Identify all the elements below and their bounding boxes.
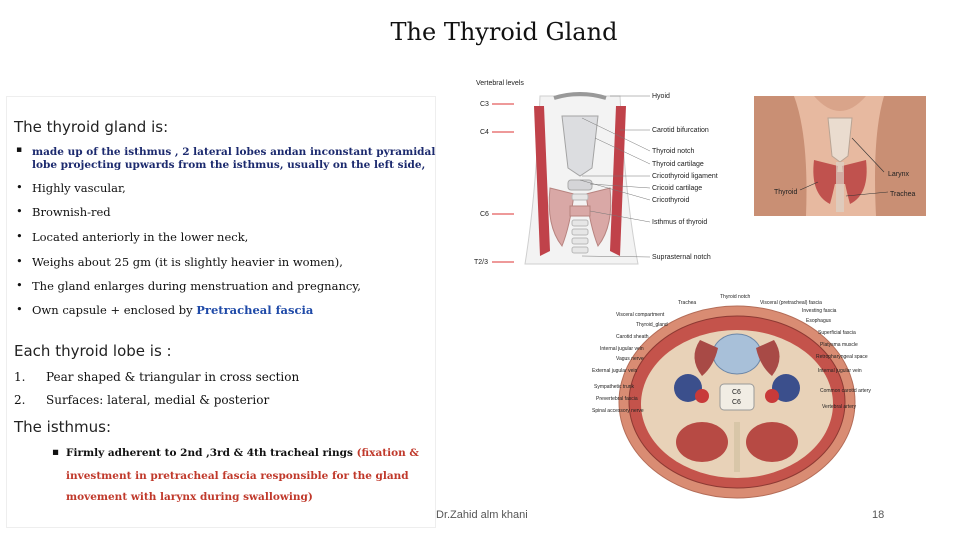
vertebral-levels: C3 C4 C6 T2/3	[474, 101, 514, 266]
item-number: 2.	[14, 393, 26, 407]
label-trachea-cs: Trachea	[678, 300, 696, 306]
label-esophagus: Esophagus	[806, 318, 832, 324]
bullet-text: Located anteriorly in the lower neck,	[32, 230, 249, 244]
label-carotid-sheath: Carotid sheath	[616, 334, 649, 340]
label-external-jugular-vein: External jugular vein	[592, 368, 638, 374]
cross-section-left-labels: Trachea Visceral compartment Thyroid_gla…	[592, 300, 696, 414]
label-thyroid-notch-cs: Thyroid notch	[720, 294, 751, 300]
anterior-neck-diagram: Vertebral levels C3 C4 C6 T2/3	[470, 76, 742, 272]
bullet-text-cont: lobe projecting upwards from the isthmus…	[32, 159, 426, 171]
label-thyroid: Thyroid	[774, 189, 797, 196]
label-cricothyroid: Cricothyroid	[652, 197, 689, 204]
label-trachea: Trachea	[890, 191, 916, 198]
section-heading-thyroid: The thyroid gland is:	[14, 118, 169, 136]
level-c4: C4	[480, 129, 489, 136]
neck-photo-illustration: Thyroid Larynx Trachea	[754, 96, 926, 216]
bullet-text: Own capsule + enclosed by Pretracheal fa…	[32, 303, 313, 317]
label-hyoid: Hyoid	[652, 93, 670, 100]
bullet-text: The gland enlarges during menstruation a…	[32, 279, 361, 293]
bullet-dot: •	[16, 204, 23, 218]
slide-title: The Thyroid Gland	[390, 18, 618, 46]
label-thyroid-gland-cs: Thyroid_gland	[636, 322, 668, 328]
bullet-dot: •	[16, 180, 23, 194]
isthmus-line-3: movement with larynx during swallowing)	[66, 491, 313, 503]
neck-cross-section-diagram: C6 C6 Trachea Visceral compartment Thyro…	[592, 292, 882, 506]
vertebra-label-2: C6	[732, 399, 741, 406]
bullet-dot: •	[16, 302, 23, 316]
label-visceral-pretracheal-fascia: Visceral (pretracheal) fascia	[760, 300, 822, 306]
label-carotid-bifurcation: Carotid bifurcation	[652, 127, 709, 134]
label-suprasternal-notch: Suprasternal notch	[652, 254, 711, 261]
label-internal-jugular-vein-l: Internal jugular vein	[600, 346, 644, 352]
item-text: Pear shaped & triangular in cross sectio…	[46, 370, 300, 384]
label-cricothyroid-ligament: Cricothyroid ligament	[652, 173, 718, 180]
label-larynx: Larynx	[888, 171, 910, 178]
label-platysma-muscle: Platysma muscle	[820, 342, 858, 348]
label-investing-fascia: Investing fascia	[802, 308, 837, 314]
bullet-dot: ▪	[16, 145, 23, 155]
label-internal-jugular-vein-r: Internal jugular vein	[818, 368, 862, 374]
label-visceral-compartment: Visceral compartment	[616, 312, 665, 318]
bullet-text: Brownish-red	[32, 205, 111, 219]
bullet-dot: •	[16, 229, 23, 243]
bullet-prefix: Own capsule + enclosed by	[32, 303, 197, 317]
isthmus-line-2: investment in pretracheal fascia respons…	[66, 470, 409, 482]
label-retropharyngeal-space: Retropharyngeal space	[816, 354, 868, 360]
label-cricoid-cartilage: Cricoid cartilage	[652, 185, 702, 192]
level-c3: C3	[480, 101, 489, 108]
section-heading-lobe: Each thyroid lobe is :	[14, 342, 172, 360]
bullet-text: Weighs about 25 gm (it is slightly heavi…	[32, 255, 343, 269]
isthmus-text-black: Firmly adherent to 2nd ,3rd & 4th trache…	[66, 447, 357, 459]
text-panel	[6, 96, 436, 528]
item-text: Surfaces: lateral, medial & posterior	[46, 393, 270, 407]
label-thyroid-notch: Thyroid notch	[652, 148, 695, 155]
isthmus-bullet-dot: ▪	[52, 446, 60, 458]
item-number: 1.	[14, 370, 26, 384]
fig1-header: Vertebral levels	[476, 80, 524, 87]
label-spinal-accessory-nerve: Spinal accessory nerve	[592, 408, 644, 414]
vertebra-label-1: C6	[732, 389, 741, 396]
bullet-dot: •	[16, 278, 23, 292]
label-isthmus-of-thyroid: Isthmus of thyroid	[652, 219, 707, 226]
bullet-dot: •	[16, 254, 23, 268]
section-heading-isthmus: The isthmus:	[14, 418, 112, 436]
bullet-text: Highly vascular,	[32, 181, 126, 195]
footer-author: Dr.Zahid alm khani	[436, 509, 528, 521]
isthmus-line-1: Firmly adherent to 2nd ,3rd & 4th trache…	[66, 447, 419, 459]
label-vagus-nerve: Vagus nerve	[616, 356, 644, 362]
page-number: 18	[872, 509, 885, 521]
label-sympathetic-trunk: Sympathetic trunk	[594, 384, 635, 390]
bullet-text: made up of the isthmus , 2 lateral lobes…	[32, 146, 436, 158]
cross-section-right-labels: Thyroid notch Visceral (pretracheal) fas…	[720, 294, 871, 410]
label-common-carotid-artery: Common carotid artery	[820, 388, 871, 394]
label-prevertebral-fascia: Prevertebral fascia	[596, 396, 638, 402]
label-vertebral-artery: Vertebral artery	[822, 404, 857, 410]
level-c6: C6	[480, 211, 489, 218]
pretracheal-fascia-highlight: Pretracheal fascia	[196, 303, 314, 317]
label-superficial-fascia: Superficial fascia	[818, 330, 856, 336]
level-t2-3: T2/3	[474, 259, 488, 266]
label-thyroid-cartilage: Thyroid cartilage	[652, 161, 704, 168]
isthmus-text-red: (fixation &	[356, 447, 419, 459]
